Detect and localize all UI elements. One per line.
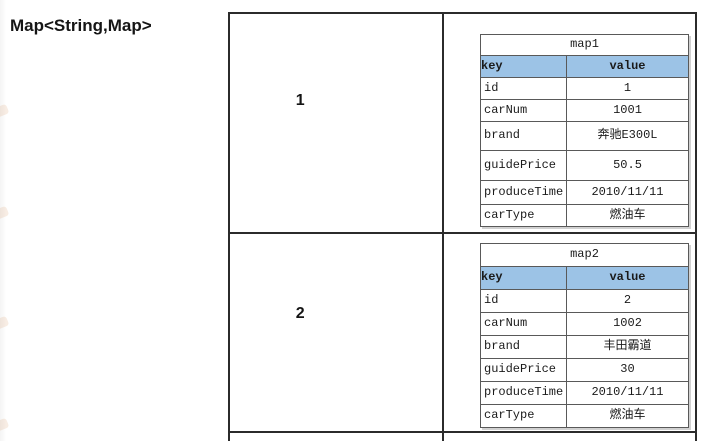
entry-key-cell: carType	[480, 404, 567, 428]
entry-key-cell: id	[480, 77, 567, 100]
entry-key-cell: brand	[480, 121, 567, 151]
entry-key-cell: guidePrice	[480, 150, 567, 181]
entry-key-cell: produceTime	[480, 180, 567, 205]
entry-value-cell: 奔驰E300L	[566, 121, 689, 151]
outer-key-label-2: 2	[295, 304, 305, 322]
table-row: id 2	[480, 289, 689, 313]
inner-table-title-row: map2	[480, 243, 689, 267]
entry-value-cell: 2010/11/11	[566, 381, 689, 405]
entry-value-cell: 丰田霸道	[566, 335, 689, 359]
inner-table-title: map2	[480, 243, 689, 267]
column-header-value: value	[566, 266, 689, 290]
table-row: brand 奔驰E300L	[480, 121, 689, 151]
entry-value-cell: 2010/11/11	[566, 180, 689, 205]
outer-value-cell-2: map2 key value id 2 carNum 1002	[444, 234, 695, 431]
entry-key-cell: guidePrice	[480, 358, 567, 382]
column-header-value: value	[566, 55, 689, 78]
page-title: Map<String,Map>	[10, 16, 152, 35]
entry-value-cell: 燃油车	[566, 404, 689, 428]
outer-value-cell-1: map1 key value id 1 carNum 1001	[444, 14, 695, 232]
table-row: guidePrice 30	[480, 358, 689, 382]
outer-key-cell-1: 1	[230, 14, 444, 232]
table-row: carNum 1002	[480, 312, 689, 336]
entry-value-cell: 1	[566, 77, 689, 100]
entry-value-cell: 1002	[566, 312, 689, 336]
entry-key-cell: carType	[480, 204, 567, 227]
table-row: produceTime 2010/11/11	[480, 180, 689, 205]
table-row: brand 丰田霸道	[480, 335, 689, 359]
entry-key-cell: produceTime	[480, 381, 567, 405]
column-header-key: key	[480, 55, 567, 78]
table-row: id 1	[480, 77, 689, 100]
entry-key-cell: id	[480, 289, 567, 313]
outer-key-cell-2: 2	[230, 234, 444, 431]
entry-value-cell: 2	[566, 289, 689, 313]
table-row: carType 燃油车	[480, 404, 689, 428]
table-row: carNum 1001	[480, 99, 689, 122]
table-row: produceTime 2010/11/11	[480, 381, 689, 405]
outer-key-label-1: 1	[295, 92, 305, 110]
entry-value-cell: 燃油车	[566, 204, 689, 227]
inner-table-title: map1	[480, 34, 689, 56]
table-row: carType 燃油车	[480, 204, 689, 227]
entry-value-cell: 1001	[566, 99, 689, 122]
page-edge-strip	[0, 0, 6, 441]
entry-key-cell: brand	[480, 335, 567, 359]
entry-value-cell: 30	[566, 358, 689, 382]
outer-row-2: 2 map2 key value id 2 carNum	[230, 234, 695, 433]
inner-table-title-row: map1	[480, 34, 689, 56]
table-row: guidePrice 50.5	[480, 150, 689, 181]
inner-table-map1: map1 key value id 1 carNum 1001	[480, 34, 689, 227]
inner-table-map2: map2 key value id 2 carNum 1002	[480, 243, 689, 428]
entry-key-cell: carNum	[480, 312, 567, 336]
inner-table-header-row: key value	[480, 55, 689, 78]
entry-value-cell: 50.5	[566, 150, 689, 181]
outer-map-table: 1 map1 key value id 1 carNum	[228, 12, 697, 441]
outer-key-cell-3	[230, 433, 444, 441]
outer-row-3-partial	[230, 433, 695, 441]
column-header-key: key	[480, 266, 567, 290]
inner-table-header-row: key value	[480, 266, 689, 290]
outer-value-cell-3	[444, 433, 695, 441]
entry-key-cell: carNum	[480, 99, 567, 122]
outer-row-1: 1 map1 key value id 1 carNum	[230, 14, 695, 234]
